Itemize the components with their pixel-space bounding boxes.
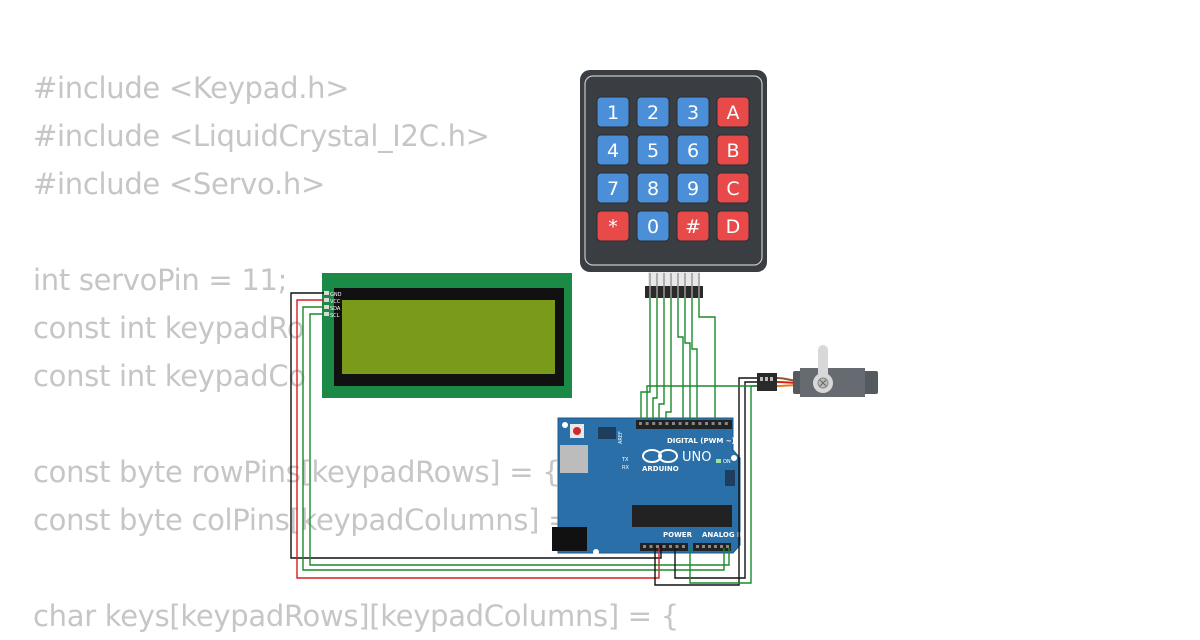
keypad-key-label: 5 [647, 140, 659, 162]
lcd-pin-label: GND [330, 292, 342, 298]
usb-port [560, 445, 588, 473]
arduino-uno-board[interactable]: AREF DIGITAL (PWM ~) UNO ARDUINO TX RX O… [552, 417, 746, 555]
keypad[interactable]: 1 2 3 A 4 5 6 B 7 8 9 C * 0 # D [580, 70, 767, 298]
keypad-key[interactable]: D [716, 210, 750, 242]
on-label: ON [723, 459, 731, 465]
keypad-key-label: 6 [687, 140, 699, 162]
wire-servo-vcc [674, 381, 757, 579]
microcontroller-chip [632, 505, 732, 527]
wire-lcd-scl [309, 313, 730, 566]
lcd-pin-label: VCC [330, 299, 341, 305]
keypad-key-label: 0 [647, 216, 659, 238]
keypad-connector [645, 272, 703, 298]
keypad-key-label: * [608, 216, 618, 238]
keypad-key-label: 2 [647, 102, 659, 124]
keypad-keys[interactable]: 1 2 3 A 4 5 6 B 7 8 9 C * 0 # D [596, 96, 750, 242]
code-line: int servoPin = 11; [33, 263, 288, 297]
code-line: char keys[keypadRows][keypadColumns] = { [33, 599, 679, 633]
code-editor-background: #include <Keypad.h> #include <LiquidCryst… [33, 64, 679, 640]
keypad-key[interactable]: 0 [636, 210, 670, 242]
board-model: UNO [682, 450, 711, 465]
keypad-key-label: C [726, 178, 739, 200]
keypad-key[interactable]: * [596, 210, 630, 242]
keypad-key[interactable]: 4 [596, 134, 630, 166]
keypad-border [584, 75, 763, 266]
keypad-key[interactable]: 7 [596, 172, 630, 204]
code-line: const byte rowPins[keypadRows] = { [33, 455, 561, 489]
tx-label: TX [621, 457, 629, 463]
wire-servo-gnd [654, 377, 757, 586]
servo-motor[interactable] [757, 345, 878, 397]
code-line: #include <Keypad.h> [33, 71, 350, 105]
wire-servo-pin11 [646, 385, 757, 420]
lcd-pin-label: SDA [330, 306, 341, 312]
keypad-key[interactable]: 1 [596, 96, 630, 128]
digital-label: DIGITAL (PWM ~) [667, 437, 735, 445]
keypad-key-label: 4 [607, 140, 619, 162]
code-line: #include <Servo.h> [33, 167, 325, 201]
lcd-pin-label: SCL [330, 313, 340, 319]
keypad-key-label: 8 [647, 178, 659, 200]
keypad-key-label: # [685, 216, 701, 238]
code-line: const int keypadCo [33, 359, 306, 393]
servo-connector [757, 373, 777, 391]
keypad-key-label: 9 [687, 178, 699, 200]
keypad-key-label: 3 [687, 102, 699, 124]
keypad-key[interactable]: 5 [636, 134, 670, 166]
code-line: #include <LiquidCrystal_I2C.h> [33, 119, 490, 153]
keypad-key[interactable]: B [716, 134, 750, 166]
wire-lcd-sda [302, 306, 725, 571]
keypad-key-label: 1 [607, 102, 619, 124]
lcd-screen [342, 300, 555, 374]
keypad-key[interactable]: 3 [676, 96, 710, 128]
lcd-display[interactable]: GND VCC SDA SCL [322, 273, 572, 398]
keypad-key[interactable]: 8 [636, 172, 670, 204]
rx-label: RX [622, 465, 629, 471]
board-brand: ARDUINO [642, 465, 679, 473]
wires [290, 292, 757, 586]
keypad-key[interactable]: A [716, 96, 750, 128]
keypad-key[interactable]: # [676, 210, 710, 242]
keypad-key[interactable]: C [716, 172, 750, 204]
analog-label: ANALOG IN [702, 531, 746, 539]
keypad-key[interactable]: 6 [676, 134, 710, 166]
keypad-key[interactable]: 2 [636, 96, 670, 128]
wire-lcd-vcc [296, 299, 660, 579]
keypad-key-label: D [726, 216, 741, 238]
keypad-key[interactable]: 9 [676, 172, 710, 204]
lcd-pin-header: GND VCC SDA SCL [324, 291, 342, 319]
keypad-key-label: B [726, 140, 739, 162]
aref-label: AREF [618, 431, 624, 444]
arduino-logo-icon [642, 449, 678, 463]
power-label: POWER [663, 531, 693, 539]
keypad-key-label: 7 [607, 178, 619, 200]
power-jack [552, 527, 587, 551]
code-line: const int keypadRo [33, 311, 305, 345]
keypad-key-label: A [727, 102, 740, 124]
wire-lcd-gnd [290, 292, 662, 559]
